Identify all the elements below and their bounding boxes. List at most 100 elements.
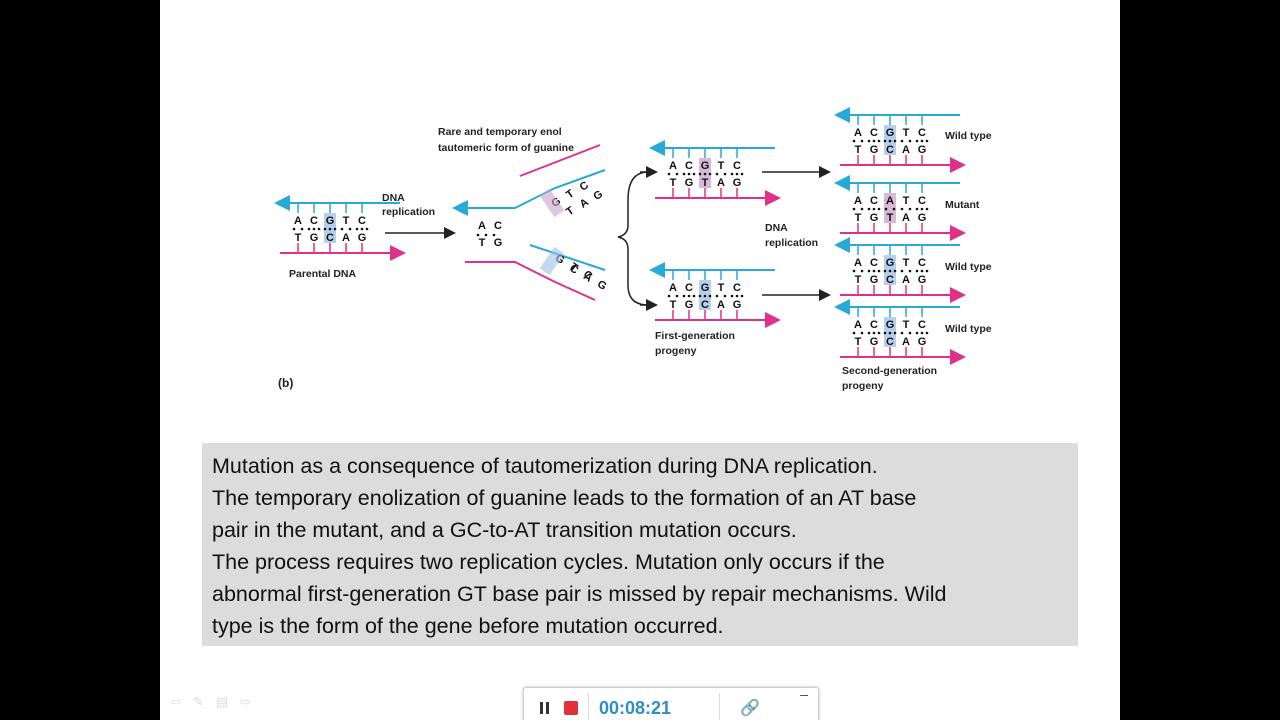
next-arrow-icon[interactable]: ⇨ xyxy=(240,694,252,709)
second-gen-duplex-2-top-base: T xyxy=(903,195,910,207)
second-gen-duplex-2-highlight xyxy=(884,193,896,223)
second-gen-duplex-1-top-base: T xyxy=(903,127,910,139)
minimize-icon[interactable]: – xyxy=(800,686,808,702)
link-icon[interactable]: 🔗 xyxy=(740,700,760,717)
second-gen-duplex-2-hbond-dot xyxy=(852,207,856,211)
first-gen-duplex-a-bottom-base: G xyxy=(685,177,694,189)
first-gen-duplex-a-top-base: A xyxy=(669,160,677,172)
second-gen-duplex-1-bottom-base: C xyxy=(886,144,894,156)
caption-line-6: type is the form of the gene before muta… xyxy=(212,614,724,638)
first-gen-duplex-b-hbond-dot xyxy=(730,294,734,298)
stop-button[interactable] xyxy=(564,701,578,715)
second-gen-duplex-2-bottom-base: G xyxy=(870,212,879,224)
second-gen-duplex-4-hbond-dot xyxy=(867,331,871,335)
fork-hbond-dot xyxy=(492,233,496,237)
first-gen-duplex-b-hbond-dot xyxy=(667,294,671,298)
second-gen-duplex-1-hbond-dot xyxy=(860,139,864,143)
parental-duplex-top-base: G xyxy=(326,215,335,227)
second-gen-duplex-4-hbond-dot xyxy=(888,331,892,335)
fork-bottom-base: G xyxy=(494,237,503,249)
first-gen-duplex-b-bottom-base: T xyxy=(670,299,677,311)
first-gen-duplex-b-hbond-dot xyxy=(723,294,727,298)
dna-replication-label-2a: DNA xyxy=(765,222,788,234)
fork-lower-pair-base: A xyxy=(581,270,594,284)
second-gen-duplex-3-hbond-dot xyxy=(908,269,912,273)
first-gen-duplex-a-hbond-dot xyxy=(735,172,739,176)
pen-icon[interactable]: ✎ xyxy=(192,694,204,709)
first-gen-label-2: progeny xyxy=(655,345,697,357)
second-gen-label-row4: Wild type xyxy=(945,323,992,335)
first-gen-duplex-a-top-base: G xyxy=(701,160,710,172)
fork-hbond-dot xyxy=(484,233,488,237)
fork-top-strand xyxy=(465,169,606,209)
fork-top-base: C xyxy=(494,220,502,232)
second-gen-duplex-1-bottom-base: T xyxy=(855,144,862,156)
second-gen-duplex-3-top-base: C xyxy=(918,257,926,269)
fork-lower-new-strand xyxy=(529,244,606,271)
parental-duplex-hbond-dot xyxy=(365,227,369,231)
fork-upper-pair-base: G xyxy=(591,188,605,203)
caption-box: Mutation as a consequence of tautomeriza… xyxy=(202,443,1078,646)
second-gen-duplex-3-hbond-dot xyxy=(925,269,929,273)
fork-hbond-dot xyxy=(476,233,480,237)
second-gen-duplex-1-hbond-dot xyxy=(893,139,897,143)
enol-note-line1: Rare and temporary enol xyxy=(438,126,562,138)
first-gen-duplex-a-hbond-dot xyxy=(682,172,686,176)
second-gen-duplex-2-hbond-dot xyxy=(877,207,881,211)
parental-duplex-top-base: T xyxy=(343,215,350,227)
second-gen-duplex-1-hbond-dot xyxy=(888,139,892,143)
second-gen-duplex-4-hbond-dot xyxy=(893,331,897,335)
second-gen-duplex-1-bottom-base: G xyxy=(870,144,879,156)
first-gen-label-1: First-generation xyxy=(655,330,735,342)
second-gen-duplex-1-hbond-dot xyxy=(877,139,881,143)
second-gen-duplex-2-bottom-base: A xyxy=(902,212,910,224)
first-gen-duplex-a-top-base: C xyxy=(733,160,741,172)
second-gen-duplex-4-top-base: C xyxy=(918,319,926,331)
pause-button[interactable] xyxy=(524,688,564,720)
second-gen-duplex-4-hbond-dot xyxy=(900,331,904,335)
second-gen-duplex-1-hbond-dot xyxy=(908,139,912,143)
second-gen-duplex-1-bottom-base: G xyxy=(918,144,927,156)
fork-upper-highlight xyxy=(539,188,565,218)
second-gen-duplex-2-hbond-dot xyxy=(860,207,864,211)
first-gen-duplex-b-top-base: C xyxy=(685,282,693,294)
recording-timer: 00:08:21 xyxy=(599,697,672,718)
parental-duplex-hbond-dot xyxy=(328,227,332,231)
first-gen-duplex-b-bottom-base: G xyxy=(685,299,694,311)
second-gen-duplex-4-hbond-dot xyxy=(920,331,924,335)
first-gen-duplex-b-hbond-dot xyxy=(692,294,696,298)
first-gen-duplex-a-hbond-dot xyxy=(708,172,712,176)
second-gen-duplex-2-hbond-dot xyxy=(920,207,924,211)
first-gen-duplex-a-top-base: T xyxy=(718,160,725,172)
parental-duplex-hbond-dot xyxy=(360,227,364,231)
first-gen-duplex-b-bottom-base: C xyxy=(701,299,709,311)
second-gen-duplex-2-bottom-base: T xyxy=(855,212,862,224)
second-gen-duplex-4-hbond-dot xyxy=(915,331,919,335)
second-gen-duplex-3-top-base: G xyxy=(886,257,895,269)
slide: ATCGGCTACGATCGGTCTAGGTCCAGATCGGTTACGATCG… xyxy=(160,0,1120,720)
first-gen-duplex-a-hbond-dot xyxy=(675,172,679,176)
caption-line-1: Mutation as a consequence of tautomeriza… xyxy=(212,454,878,478)
second-gen-duplex-3-hbond-dot xyxy=(872,269,876,273)
second-gen-duplex-2-top-base: C xyxy=(918,195,926,207)
second-gen-duplex-4-hbond-dot xyxy=(877,331,881,335)
second-gen-duplex-3-bottom-base: A xyxy=(902,274,910,286)
first-gen-duplex-a-bottom-base: T xyxy=(702,177,709,189)
caption-line-5: abnormal first-generation GT base pair i… xyxy=(212,582,947,606)
first-gen-duplex-a-bottom-base: A xyxy=(717,177,725,189)
first-gen-duplex-b-hbond-dot xyxy=(703,294,707,298)
parental-duplex-hbond-dot xyxy=(323,227,327,231)
menu-icon[interactable]: ▤ xyxy=(215,694,229,709)
fork-lower-pair-base: G xyxy=(595,278,609,293)
second-gen-duplex-1-top-base: A xyxy=(854,127,862,139)
prev-arrow-icon[interactable]: ⇦ xyxy=(170,694,181,709)
pause-icon xyxy=(539,702,543,714)
first-gen-duplex-a-bottom-base: T xyxy=(670,177,677,189)
second-gen-duplex-2-bottom-base: T xyxy=(887,212,894,224)
second-gen-duplex-1-hbond-dot xyxy=(925,139,929,143)
first-gen-duplex-b-top-base: A xyxy=(669,282,677,294)
first-gen-duplex-b-bottom-base: A xyxy=(717,299,725,311)
second-gen-duplex-4-top-base: A xyxy=(854,319,862,331)
second-gen-duplex-4-bottom-base: C xyxy=(886,336,894,348)
first-gen-duplex-a-top-base: C xyxy=(685,160,693,172)
